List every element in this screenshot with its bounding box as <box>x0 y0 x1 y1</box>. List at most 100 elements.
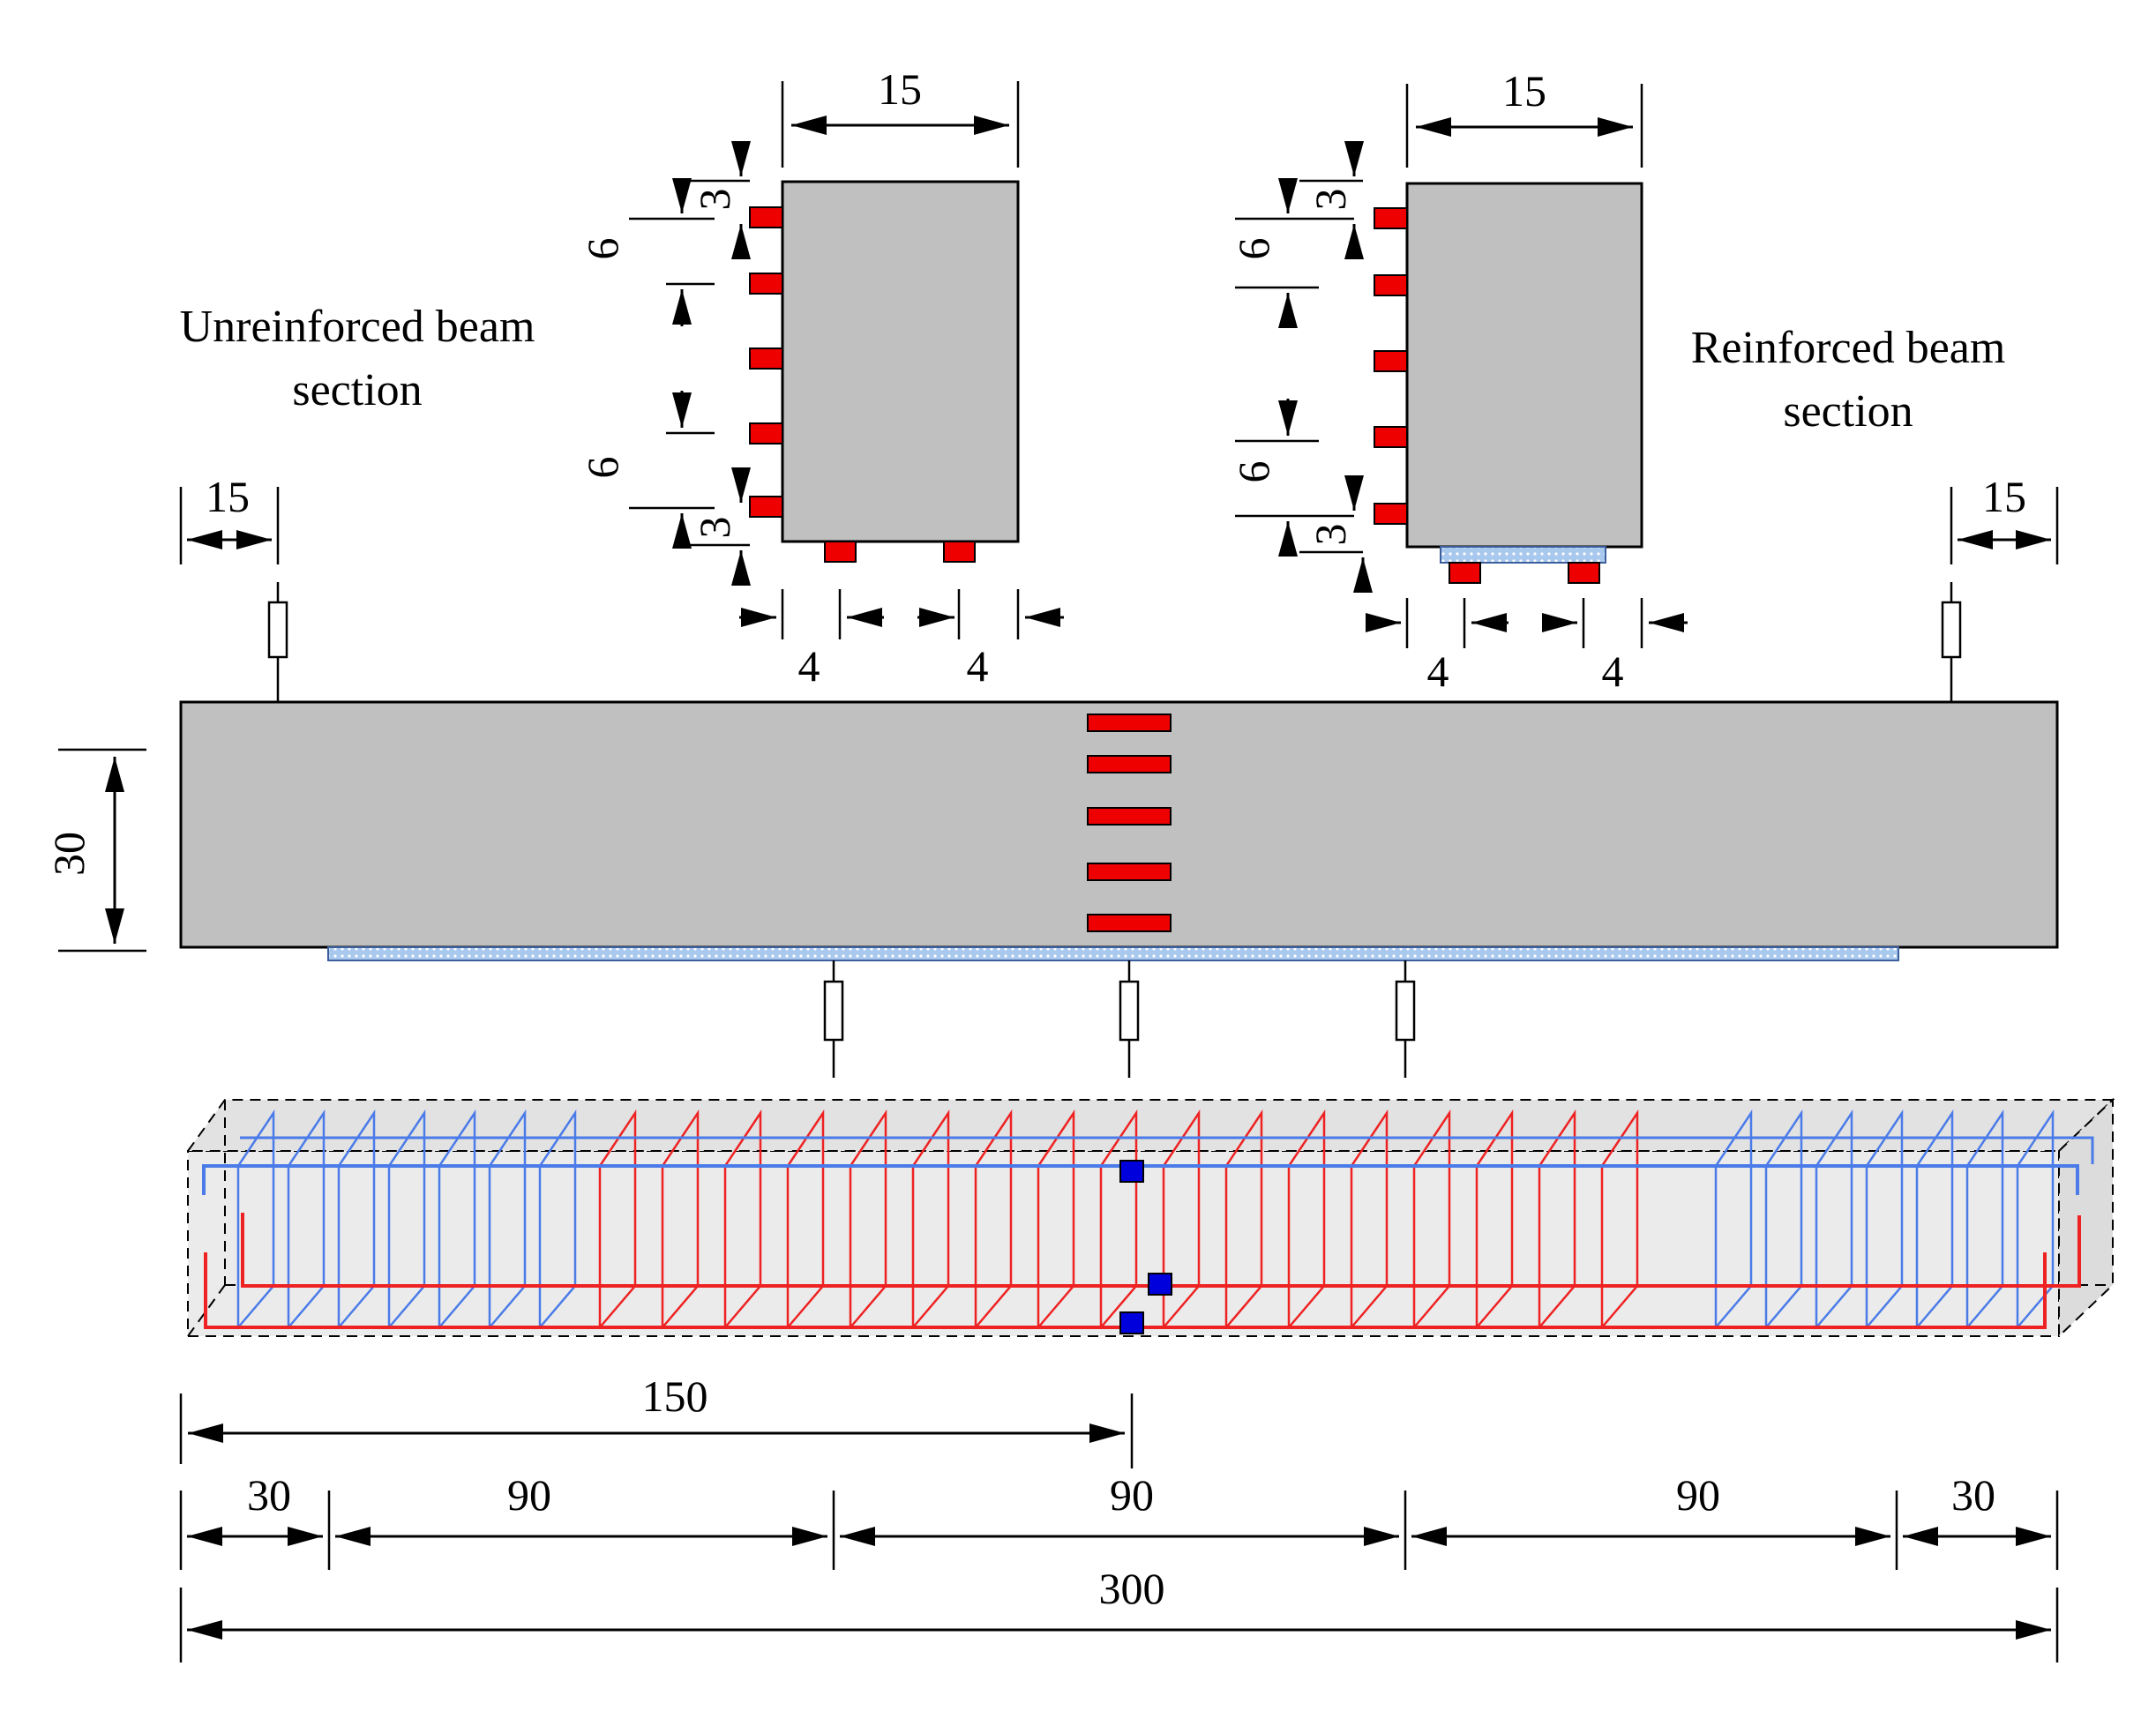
dim-section-width: 15 <box>878 64 922 114</box>
dim-top-offset: 3 <box>1306 189 1355 211</box>
lvdt-icon <box>1941 601 1962 659</box>
stirrup <box>911 1109 950 1328</box>
stirrup <box>1037 1109 1075 1328</box>
cage-box-top <box>186 1099 2115 1152</box>
stirrup <box>1412 1109 1451 1328</box>
dim-bottom-offset: 3 <box>1306 524 1355 546</box>
strain-gauge-icon <box>1087 914 1172 932</box>
stirrup <box>538 1109 577 1328</box>
dim-seg-4: 90 <box>1676 1470 1720 1520</box>
dim-seg-2: 90 <box>507 1470 551 1520</box>
dim-midspan: 150 <box>642 1371 708 1421</box>
dim-seg-5: 30 <box>1951 1470 1995 1520</box>
dim-seg-1: 30 <box>247 1470 291 1520</box>
top-rebar <box>240 1136 2094 1164</box>
lvdt-icon <box>1119 980 1140 1042</box>
stirrups <box>236 1109 2055 1328</box>
stirrup <box>1350 1109 1389 1328</box>
strain-gauge-icon <box>943 541 976 563</box>
dim-gap-lower: 6 <box>578 457 627 479</box>
strain-gauge-icon <box>749 206 783 228</box>
dim-cover-left: 4 <box>1427 646 1449 696</box>
strain-gauge-icon <box>1087 714 1172 732</box>
strain-gauge-icon <box>749 273 783 295</box>
lvdt-icon <box>267 601 288 659</box>
dim-beam-height: 30 <box>44 832 94 876</box>
dim-seg-3: 90 <box>1110 1470 1154 1520</box>
stirrup <box>974 1109 1013 1328</box>
dim-bottom-offset: 3 <box>690 517 739 539</box>
reinforced-label-2: section <box>1783 386 1913 437</box>
dim-gap-upper: 6 <box>578 238 627 260</box>
stirrup <box>387 1109 426 1328</box>
cfrp-strip-icon <box>327 946 1899 961</box>
unreinforced-label-2: section <box>292 365 422 415</box>
unreinforced-label: Unreinforced beam <box>180 302 535 352</box>
stirrup <box>661 1109 700 1328</box>
strain-gauge-icon <box>1449 562 1481 584</box>
stirrup <box>337 1109 376 1328</box>
reinforced-section: 15 3 6 6 3 4 4 Reinforced beam section <box>1229 66 2005 696</box>
stirrup <box>598 1109 637 1328</box>
dim-gap-upper: 6 <box>1229 238 1278 260</box>
dim-support-left: 15 <box>206 472 250 521</box>
stirrup <box>1965 1109 2004 1328</box>
dim-cover-left: 4 <box>798 641 820 691</box>
stirrup <box>1815 1109 1853 1328</box>
lvdt-icon <box>1395 980 1416 1042</box>
sensor-icon <box>1119 1160 1144 1183</box>
section-concrete <box>781 180 1020 543</box>
strain-gauge-icon <box>1374 207 1408 229</box>
strain-gauge-icon <box>1087 863 1172 881</box>
stirrup <box>236 1109 275 1328</box>
strain-gauge-icon <box>1374 274 1408 296</box>
section-concrete <box>1405 182 1643 549</box>
sensor-icon <box>1148 1273 1172 1296</box>
strain-gauge-icon <box>749 496 783 518</box>
strain-gauge-icon <box>1374 503 1408 525</box>
dim-cover-right: 4 <box>967 641 989 691</box>
strain-gauge-icon <box>1374 350 1408 372</box>
strain-gauge-icon <box>1087 755 1172 773</box>
stirrup <box>287 1109 326 1328</box>
cfrp-strip-icon <box>1440 546 1606 564</box>
stirrup <box>1865 1109 1904 1328</box>
unreinforced-section: 15 3 6 6 3 4 4 Unreinforced beam section <box>180 64 1064 691</box>
stirrup <box>1915 1109 1954 1328</box>
lvdt-icon <box>823 980 844 1042</box>
stirrup <box>723 1109 762 1328</box>
strain-gauge-icon <box>749 347 783 370</box>
stirrup <box>438 1109 476 1328</box>
stirrup <box>786 1109 825 1328</box>
stirrup <box>1714 1109 1753 1328</box>
stirrup <box>1764 1109 1803 1328</box>
dim-gap-lower: 6 <box>1229 461 1278 483</box>
stirrup <box>2016 1109 2055 1328</box>
dim-section-width: 15 <box>1502 66 1546 116</box>
stirrup <box>1099 1109 1138 1328</box>
span-dimensions: 150 30 90 90 90 30 300 <box>179 1371 2059 1662</box>
stirrup <box>1162 1109 1201 1328</box>
stirrup <box>488 1109 527 1328</box>
beam-elevation: 15 15 30 <box>44 472 2059 1078</box>
strain-gauge-icon <box>1568 562 1600 584</box>
stirrup <box>1475 1109 1514 1328</box>
cage-box-side <box>2058 1097 2114 1339</box>
stirrup <box>1538 1109 1576 1328</box>
dim-cover-right: 4 <box>1602 646 1624 696</box>
reinforced-label: Reinforced beam <box>1691 323 2006 373</box>
stirrup <box>1600 1109 1639 1328</box>
dim-top-offset: 3 <box>690 189 739 211</box>
stirrup <box>1287 1109 1326 1328</box>
dim-total-length: 300 <box>1099 1564 1165 1613</box>
strain-gauge-icon <box>749 422 783 445</box>
stirrup <box>849 1109 887 1328</box>
dim-support-right: 15 <box>1982 472 2026 521</box>
reinforcement-cage <box>186 1097 2115 1339</box>
stirrup <box>1224 1109 1263 1328</box>
strain-gauge-icon <box>824 541 857 563</box>
sensor-icon <box>1119 1311 1144 1334</box>
strain-gauge-icon <box>1374 426 1408 448</box>
strain-gauge-icon <box>1087 807 1172 826</box>
